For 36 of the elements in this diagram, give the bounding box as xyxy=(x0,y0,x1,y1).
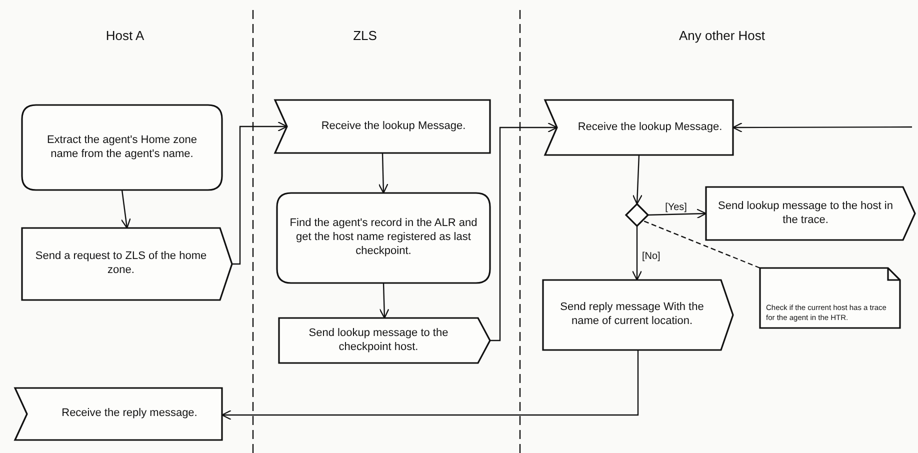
node-text: Send lookup message to the host in the trace. xyxy=(717,200,894,228)
lane-heading: Host A xyxy=(106,28,144,43)
send-signal-box xyxy=(279,318,490,363)
receive-signal-box xyxy=(545,100,733,155)
dashed-connector xyxy=(642,220,760,269)
node-text: Receive the lookup Message. xyxy=(321,120,466,134)
node-text: Find the agent's record in the ALR and get the host name registered as last checkpoint. xyxy=(288,217,478,259)
node-text: Send a request to ZLS of the home zone. xyxy=(34,250,208,278)
send-signal-box xyxy=(706,187,915,240)
arrow xyxy=(648,208,707,219)
arrow xyxy=(221,350,639,420)
node-text: Receive the lookup Message. xyxy=(578,120,722,134)
arrow xyxy=(632,154,642,205)
node-text: Send lookup message to the checkpoint host. xyxy=(308,326,450,354)
node-text: Extract the agent's Home zone name from the agent's name. xyxy=(46,134,198,162)
activity-box xyxy=(22,105,222,190)
activity-box xyxy=(277,193,490,283)
receive-signal-box xyxy=(275,100,490,153)
note-box xyxy=(760,268,900,328)
arrow xyxy=(232,121,288,265)
node-text: Receive the reply message. xyxy=(62,407,198,421)
lane-heading: ZLS xyxy=(353,28,377,43)
node-text: Send reply message With the name of current location. xyxy=(559,301,705,329)
arrow xyxy=(378,152,388,194)
send-signal-box xyxy=(22,228,232,300)
lane-heading: Any other Host xyxy=(679,28,765,43)
arrow xyxy=(490,122,558,342)
decision-diamond xyxy=(626,204,648,226)
arrow xyxy=(732,122,912,133)
arrow xyxy=(632,226,642,281)
arrow xyxy=(120,190,131,229)
receive-signal-box xyxy=(15,388,222,440)
send-signal-box xyxy=(543,280,733,350)
edge-label: [No] xyxy=(641,250,662,262)
arrow xyxy=(379,282,390,319)
edge-label: [Yes] xyxy=(664,202,688,214)
